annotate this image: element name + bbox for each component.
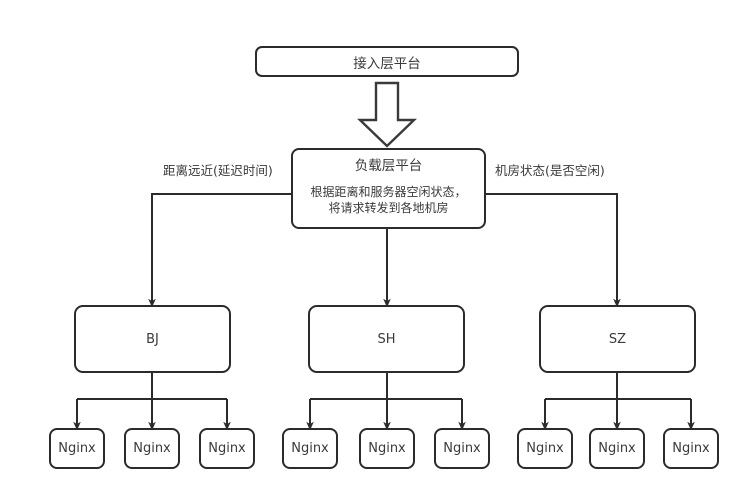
- node-nginx-sh-3[interactable]: Nginx: [434, 428, 490, 469]
- node-load-balancer-platform[interactable]: 负载层平台 根据距离和服务器空闲状态， 将请求转发到各地机房: [291, 148, 486, 229]
- block-arrow-access-to-lb: [357, 81, 417, 148]
- edge-lb-to-bj: [148, 193, 291, 308]
- node-region-sh[interactable]: SH: [308, 305, 465, 373]
- node-nginx-sz-2[interactable]: Nginx: [589, 428, 645, 469]
- node-nginx-bj-2[interactable]: Nginx: [124, 428, 180, 469]
- node-nginx-sh-2[interactable]: Nginx: [359, 428, 415, 469]
- node-region-bj[interactable]: BJ: [74, 305, 231, 373]
- node-load-balancer-title: 负载层平台: [354, 158, 423, 174]
- node-load-balancer-description: 根据距离和服务器空闲状态， 将请求转发到各地机房: [310, 185, 467, 215]
- node-nginx-label: Nginx: [526, 441, 564, 456]
- edge-group-sh: [306, 373, 466, 431]
- node-access-layer-platform[interactable]: 接入层平台: [255, 46, 519, 77]
- node-nginx-label: Nginx: [443, 441, 481, 456]
- edge-label-distance: 距离远近(延迟时间): [163, 163, 273, 178]
- node-nginx-bj-1[interactable]: Nginx: [49, 428, 105, 469]
- edge-group-sz: [541, 373, 695, 431]
- node-nginx-label: Nginx: [291, 441, 329, 456]
- node-nginx-label: Nginx: [208, 441, 246, 456]
- edge-label-idc-status: 机房状态(是否空闲): [495, 163, 605, 178]
- node-nginx-sh-1[interactable]: Nginx: [282, 428, 338, 469]
- node-nginx-label: Nginx: [133, 441, 171, 456]
- node-nginx-bj-3[interactable]: Nginx: [199, 428, 255, 469]
- edge-group-bj: [73, 373, 231, 431]
- node-nginx-label: Nginx: [672, 441, 710, 456]
- node-nginx-label: Nginx: [58, 441, 96, 456]
- node-nginx-label: Nginx: [598, 441, 636, 456]
- node-nginx-label: Nginx: [368, 441, 406, 456]
- node-nginx-sz-1[interactable]: Nginx: [517, 428, 573, 469]
- node-region-sh-label: SH: [377, 331, 396, 347]
- node-region-sz-label: SZ: [608, 331, 627, 347]
- node-region-bj-label: BJ: [146, 331, 159, 347]
- node-region-sz[interactable]: SZ: [539, 305, 696, 373]
- node-nginx-sz-3[interactable]: Nginx: [663, 428, 719, 469]
- edge-lb-to-sz: [486, 193, 621, 308]
- node-access-layer-label: 接入层平台: [353, 55, 421, 72]
